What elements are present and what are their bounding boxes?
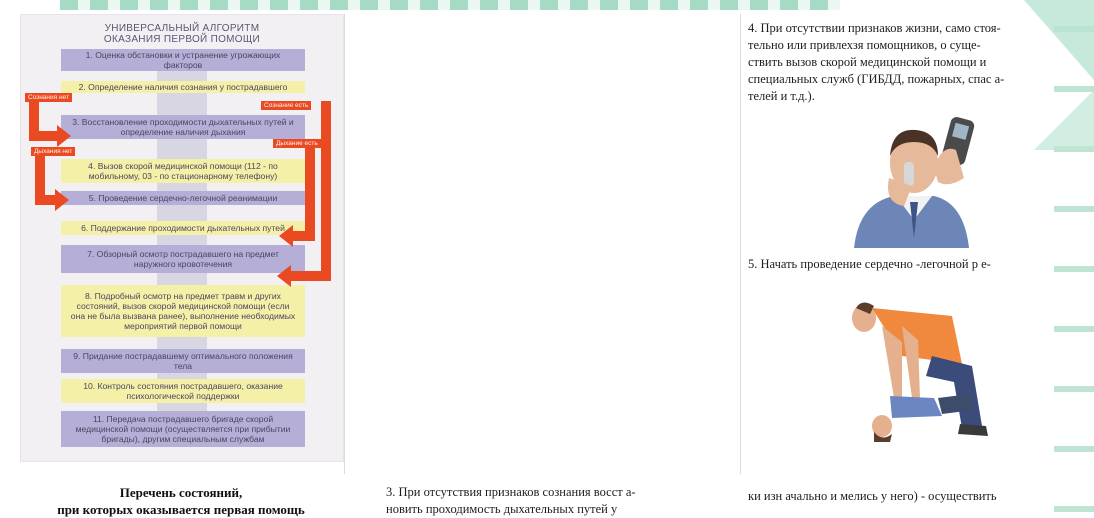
step-3: 3. Восстановление проходимости дыхательн…: [61, 115, 305, 139]
branch-breathing-present-line: [305, 145, 315, 241]
middle-line1: 3. При отсутствия признаков сознания вос…: [386, 485, 636, 499]
label-no-breathing: Дыхания нет: [31, 147, 76, 156]
step-4-text: 4. Вызов скорой медицинской помощи (112 …: [88, 161, 278, 181]
step-7-text: 7. Обзорный осмотр пострадавшего на пред…: [87, 249, 279, 269]
middle-line2: новить проходимость дыхательных путей у: [386, 502, 618, 516]
step-5: 5. Проведение сердечно-легочной реанимац…: [61, 191, 305, 205]
step-11: 11. Передача пострадавшего бригаде скоро…: [61, 411, 305, 447]
p4-line1: 4. При отсутствии признаков жизни, само …: [748, 21, 1001, 35]
algorithm-title: УНИВЕРСАЛЬНЫЙ АЛГОРИТМ ОКАЗАНИЯ ПЕРВОЙ П…: [21, 23, 343, 45]
decorative-top-border: [60, 0, 840, 10]
step-2: 2. Определение наличия сознания у постра…: [61, 81, 305, 93]
label-breathing-present: Дыхание есть: [273, 139, 321, 148]
label-consciousness-present: Сознание есть: [261, 101, 312, 110]
decorative-right-border: [1054, 0, 1094, 516]
p4-line5: телей и т.д.).: [748, 89, 815, 103]
step-8-text: 8. Подробный осмотр на предмет травм и д…: [70, 291, 296, 331]
paragraph-5: 5. Начать проведение сердечно -легочной …: [748, 257, 991, 271]
step-4: 4. Вызов скорой медицинской помощи (112 …: [61, 159, 305, 183]
illustration-phone-call: [834, 108, 994, 248]
decorative-corner-triangle: [1024, 0, 1094, 80]
middle-column-text: 3. При отсутствия признаков сознания вос…: [386, 484, 716, 518]
caption: Перечень состояний, при которых оказывае…: [20, 484, 342, 518]
step-5-text: 5. Проведение сердечно-легочной реанимац…: [88, 193, 278, 203]
step-6-text: 6. Поддержание проходимости дыхательных …: [81, 223, 285, 233]
branch-no-breathing-line: [35, 155, 45, 205]
algorithm-title-line2: ОКАЗАНИЯ ПЕРВОЙ ПОМОЩИ: [103, 34, 261, 45]
branch-no-breathing-arm: [35, 195, 57, 205]
step-2-text: 2. Определение наличия сознания у постра…: [78, 82, 288, 92]
branch-breathing-present-arm: [291, 231, 315, 241]
caption-line2: при которых оказывается первая помощь: [57, 502, 305, 517]
branch-consciousness-present-line: [321, 101, 331, 281]
p4-line4: специальных служб (ГИБДД, пожарных, спас…: [748, 72, 1005, 86]
step-11-text: 11. Передача пострадавшего бригаде скоро…: [75, 414, 291, 444]
illustration-cpr: [842, 286, 992, 446]
step-8: 8. Подробный осмотр на предмет травм и д…: [61, 285, 305, 337]
paragraph-4: 4. При отсутствии признаков жизни, само …: [748, 20, 1048, 105]
step-3-text: 3. Восстановление проходимости дыхательн…: [72, 117, 294, 137]
column-divider-right: [740, 14, 741, 474]
p4-line3: ствить вызов скорой медицинской помощи и: [748, 55, 987, 69]
branch-no-consciousness-arm: [29, 131, 59, 141]
branch-breathing-present-arrowhead: [279, 225, 293, 247]
caption-line1: Перечень состояний,: [119, 485, 243, 500]
man-calling-illustration: [854, 117, 975, 248]
step-10-text: 10. Контроль состояния пострадавшего, ок…: [83, 381, 283, 401]
step-1: 1. Оценка обстановки и устранение угрожа…: [61, 49, 305, 71]
step-1-text: 1. Оценка обстановки и устранение угрожа…: [85, 50, 281, 70]
label-no-consciousness: Сознания нет: [25, 93, 72, 102]
decorative-side-triangle: [1034, 90, 1094, 150]
step-9-text: 9. Придание пострадавшему оптимального п…: [73, 351, 293, 371]
step-6: 6. Поддержание проходимости дыхательных …: [61, 221, 305, 235]
p4-line2: тельно или привлехзя помощников, о суще-: [748, 38, 981, 52]
column-divider-left: [344, 14, 345, 474]
branch-no-consciousness-line: [29, 101, 39, 141]
cpr-illustration: [852, 302, 988, 442]
right-bottom-text: ки изн ачально и мелись у него) - осущес…: [748, 489, 997, 503]
step-7: 7. Обзорный осмотр пострадавшего на пред…: [61, 245, 305, 273]
first-aid-algorithm-panel: УНИВЕРСАЛЬНЫЙ АЛГОРИТМ ОКАЗАНИЯ ПЕРВОЙ П…: [20, 14, 344, 462]
branch-consciousness-present-arm: [291, 271, 331, 281]
step-9: 9. Придание пострадавшему оптимального п…: [61, 349, 305, 373]
algorithm-title-line1: УНИВЕРСАЛЬНЫЙ АЛГОРИТМ: [104, 23, 260, 34]
branch-no-breathing-arrowhead: [55, 189, 69, 211]
branch-consciousness-present-arrowhead: [277, 265, 291, 287]
step-10: 10. Контроль состояния пострадавшего, ок…: [61, 379, 305, 403]
branch-no-consciousness-arrowhead: [57, 125, 71, 147]
